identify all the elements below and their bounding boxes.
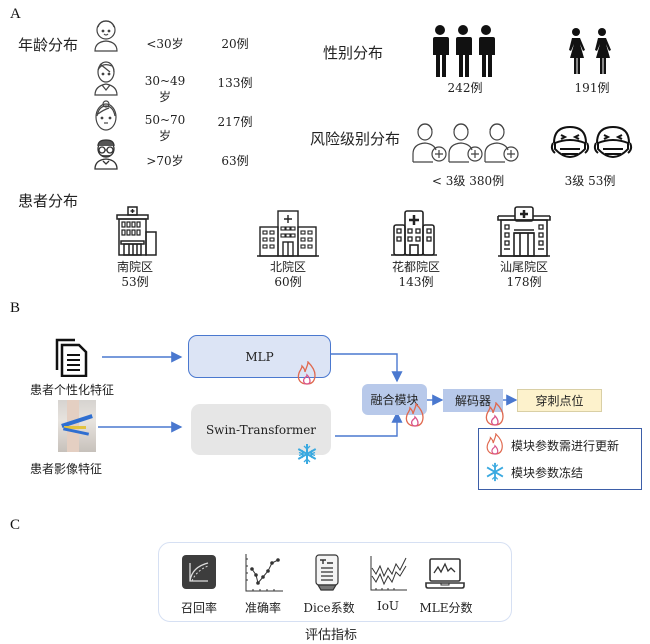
age-range: 50~70岁: [144, 113, 186, 143]
age-range: 30~49岁: [144, 74, 186, 104]
arrow-mlp-to-fusion: [331, 353, 403, 383]
fusion-label: 融合模块: [370, 393, 419, 407]
campus-name: 花都院区: [391, 260, 440, 274]
puncture-point-output: 穿刺点位: [517, 389, 602, 412]
flame-icon: [485, 433, 505, 455]
age-count: 217例: [217, 115, 253, 129]
patient-distribution-title: 患者分布: [18, 192, 79, 210]
masked-face-icon: [550, 125, 634, 165]
child-avatar-icon: [92, 18, 120, 52]
male-figures-icon: [430, 25, 496, 77]
hospital-building-icon: [497, 206, 551, 258]
metrics-container: [158, 542, 512, 622]
metric-label: IoU: [376, 599, 400, 613]
decoder-label: 解码器: [454, 394, 491, 408]
gender-distribution-title: 性别分布: [323, 44, 384, 62]
hospital-building-icon: [114, 206, 160, 256]
decoder-module: 解码器: [443, 389, 503, 412]
flame-icon: [404, 403, 426, 427]
arrow-swin-to-fusion: [335, 411, 403, 437]
campus-count: 178例: [506, 275, 542, 289]
scatter-trend-icon: [244, 553, 284, 593]
hospital-building-icon: [256, 210, 320, 258]
metric-label: 准确率: [244, 601, 281, 615]
mlp-label: MLP: [245, 349, 274, 364]
male-count: 242例: [447, 81, 483, 95]
campus-count: 143例: [398, 275, 434, 289]
document-icon: [52, 337, 90, 377]
recall-curve-icon: [182, 555, 216, 589]
patient-image-thumbnail: [58, 400, 96, 452]
age-count: 20例: [221, 37, 249, 51]
flame-icon: [484, 402, 506, 426]
campus-name: 南院区: [116, 260, 153, 274]
multi-line-chart-icon: [370, 554, 408, 592]
swin-label: Swin-Transformer: [205, 422, 317, 437]
campus-name: 汕尾院区: [499, 260, 548, 274]
personal-features-label: 患者个性化特征: [30, 383, 115, 397]
age-range: >70岁: [146, 154, 184, 168]
document-scroll-icon: [314, 554, 340, 592]
panel-a-label: A: [10, 6, 21, 22]
hospital-building-icon: [390, 210, 438, 258]
campus-name: 北院区: [269, 260, 306, 274]
snowflake-icon: [296, 443, 318, 465]
elderly-avatar-icon: [92, 138, 120, 170]
snowflake-icon: [485, 462, 505, 482]
panel-b-label: B: [10, 300, 21, 316]
image-features-label: 患者影像特征: [30, 462, 103, 476]
metric-label: Dice系数: [303, 601, 355, 615]
mlp-module: MLP: [188, 335, 331, 378]
laptop-waveform-icon: [425, 557, 465, 591]
young-adult-avatar-icon: [92, 60, 120, 96]
metric-label: MLE分数: [419, 601, 473, 615]
female-count: 191例: [574, 81, 610, 95]
campus-count: 60例: [274, 275, 302, 289]
fusion-module: 融合模块: [362, 384, 427, 415]
flame-icon: [296, 361, 318, 385]
low-risk-count: < 3级 380例: [431, 174, 505, 188]
high-risk-count: 3级 53例: [564, 174, 616, 188]
metric-label: 召回率: [180, 601, 217, 615]
legend-update-label: 模块参数需进行更新: [511, 439, 620, 453]
middle-aged-avatar-icon: [93, 100, 119, 134]
age-distribution-title: 年龄分布: [18, 36, 79, 54]
panel-c-label: C: [10, 517, 21, 533]
campus-count: 53例: [121, 275, 149, 289]
risk-distribution-title: 风险级别分布: [310, 130, 401, 148]
legend-frozen-label: 模块参数冻结: [511, 466, 584, 480]
metrics-caption: 评估指标: [305, 628, 358, 643]
output-label: 穿刺点位: [535, 394, 584, 408]
legend: 模块参数需进行更新 模块参数冻结: [478, 428, 642, 490]
age-count: 133例: [217, 76, 253, 90]
female-figures-icon: [565, 28, 615, 74]
age-count: 63例: [221, 154, 249, 168]
age-range: <30岁: [146, 37, 184, 51]
patient-plus-icon: [412, 122, 522, 164]
